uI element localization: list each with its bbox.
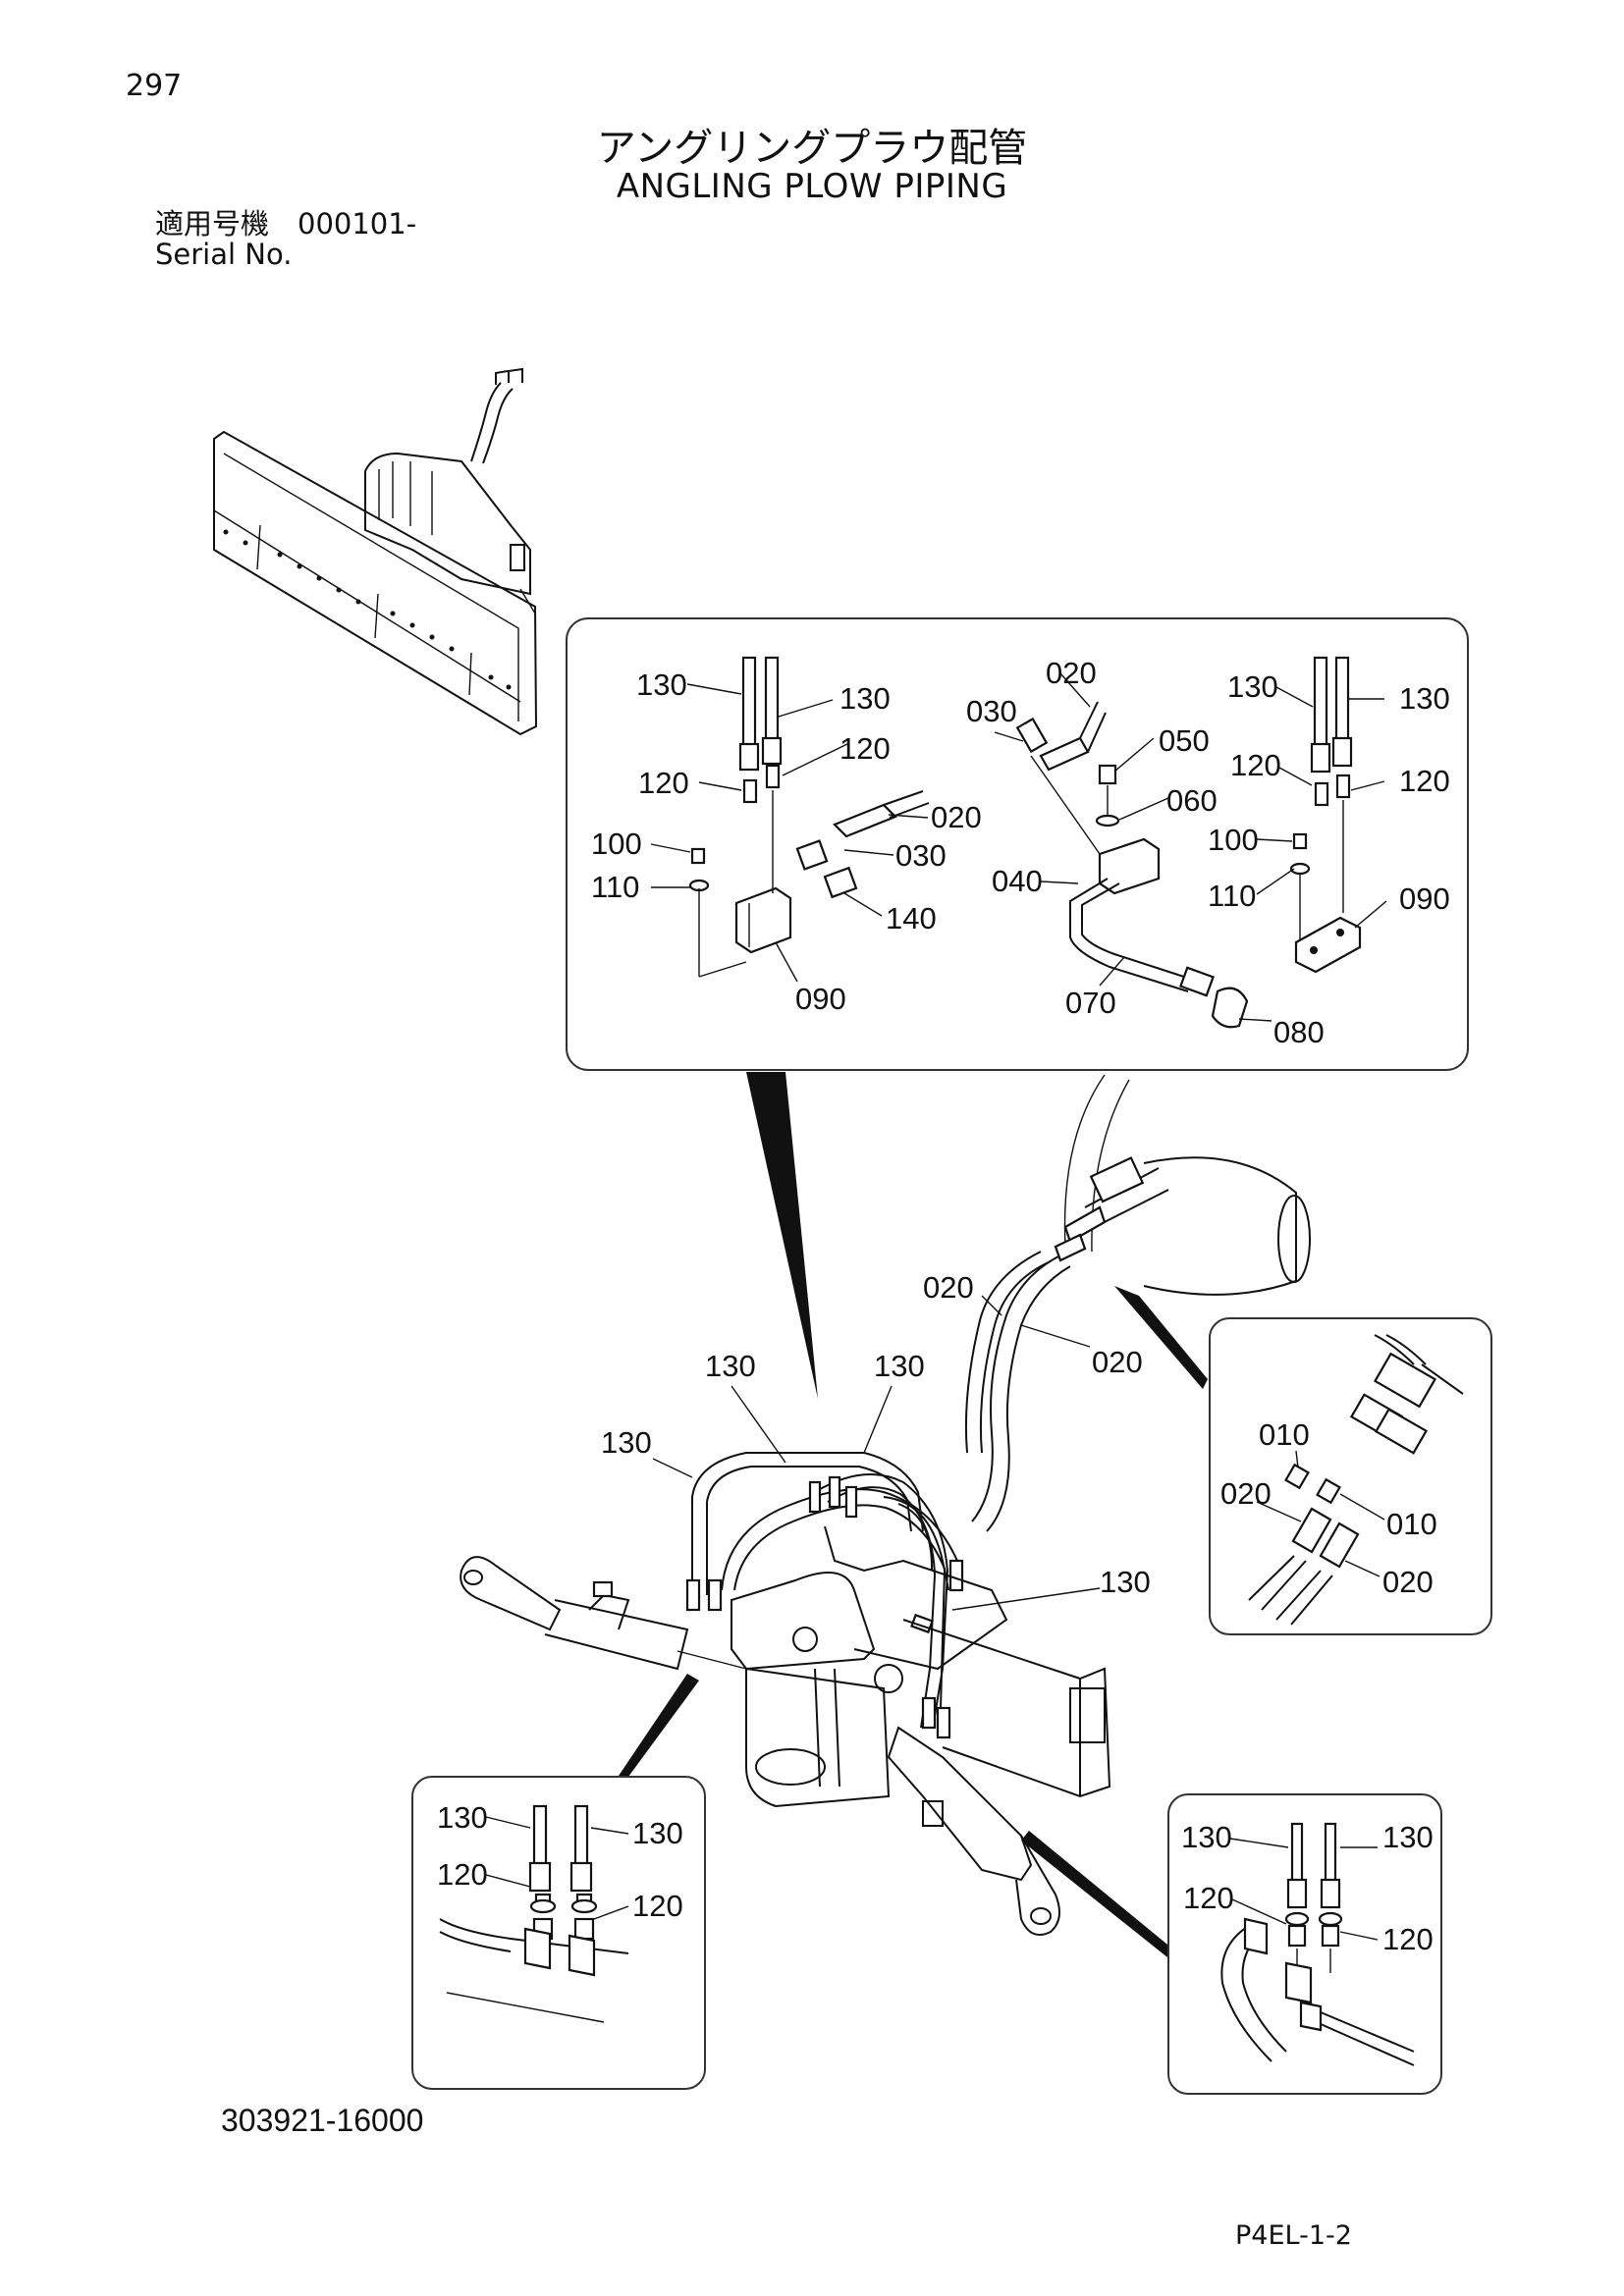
page-number: 297 xyxy=(126,69,183,103)
callout-130: 130 xyxy=(839,681,891,716)
callout-090: 090 xyxy=(1399,881,1450,916)
right-block-assembly xyxy=(1289,656,1362,974)
detail-top: 130 130 120 120 100 110 020 030 140 090 … xyxy=(566,617,1469,1399)
callout-060: 060 xyxy=(1166,783,1218,818)
plow-overview-illustration xyxy=(213,367,538,736)
detail-right: 010 010 020 020 xyxy=(1209,1317,1492,1635)
callout-130: 130 xyxy=(1227,669,1278,704)
callout-090: 090 xyxy=(795,982,846,1016)
callout-120: 120 xyxy=(1230,748,1281,782)
callout-020: 020 xyxy=(931,800,982,834)
callout-130: 130 xyxy=(1181,1820,1232,1854)
title-english: ANGLING PLOW PIPING xyxy=(616,167,1008,206)
callout-020: 020 xyxy=(1220,1476,1272,1511)
callout-130: 130 xyxy=(636,667,687,702)
serial-label-english: Serial No. xyxy=(155,238,293,271)
callout-010: 010 xyxy=(1259,1417,1310,1452)
callout-130: 130 xyxy=(1100,1565,1151,1599)
callout-130: 130 xyxy=(437,1800,488,1835)
callout-130: 130 xyxy=(1382,1820,1434,1854)
detail-left: 130 130 120 120 xyxy=(411,1776,706,2090)
callout-120: 120 xyxy=(1183,1881,1234,1915)
detail-bottom-right: 130 130 120 120 xyxy=(1167,1793,1442,2095)
callout-120: 120 xyxy=(638,766,689,800)
callout-110: 110 xyxy=(591,870,639,904)
callout-120: 120 xyxy=(839,731,891,766)
main-assembly-illustration: 020 020 130 130 130 130 xyxy=(460,1074,1311,1961)
callout-130: 130 xyxy=(1399,681,1450,716)
callout-030: 030 xyxy=(895,838,947,873)
callout-120: 120 xyxy=(1382,1922,1434,1956)
callout-120: 120 xyxy=(1399,764,1450,798)
callout-050: 050 xyxy=(1159,723,1210,758)
callout-100: 100 xyxy=(591,827,642,861)
callout-020: 020 xyxy=(1046,656,1097,690)
callout-040: 040 xyxy=(992,864,1043,898)
part-number: 303921-16000 xyxy=(221,2103,424,2138)
left-block-assembly xyxy=(688,656,930,978)
title-japanese: アングリングプラウ配管 xyxy=(596,126,1028,171)
callout-120: 120 xyxy=(632,1889,683,1923)
callout-010: 010 xyxy=(1386,1507,1437,1541)
callout-070: 070 xyxy=(1065,986,1116,1020)
callout-100: 100 xyxy=(1208,823,1259,857)
callout-120: 120 xyxy=(437,1857,488,1892)
callout-130: 130 xyxy=(601,1425,652,1460)
page-code: P4EL-1-2 xyxy=(1235,2220,1352,2251)
callout-020: 020 xyxy=(1092,1345,1143,1379)
callout-020: 020 xyxy=(1382,1565,1434,1599)
callout-140: 140 xyxy=(886,901,937,935)
center-pipe-assembly xyxy=(1015,701,1249,1029)
callout-030: 030 xyxy=(966,694,1017,728)
callout-110: 110 xyxy=(1208,879,1256,913)
callout-130: 130 xyxy=(632,1816,683,1850)
serial-label-japanese: 適用号機 000101- xyxy=(155,207,417,240)
callout-130: 130 xyxy=(874,1349,925,1383)
callout-130: 130 xyxy=(705,1349,756,1383)
callout-080: 080 xyxy=(1273,1015,1325,1049)
top-leader-lines xyxy=(650,672,1387,1022)
callout-020: 020 xyxy=(923,1270,974,1305)
